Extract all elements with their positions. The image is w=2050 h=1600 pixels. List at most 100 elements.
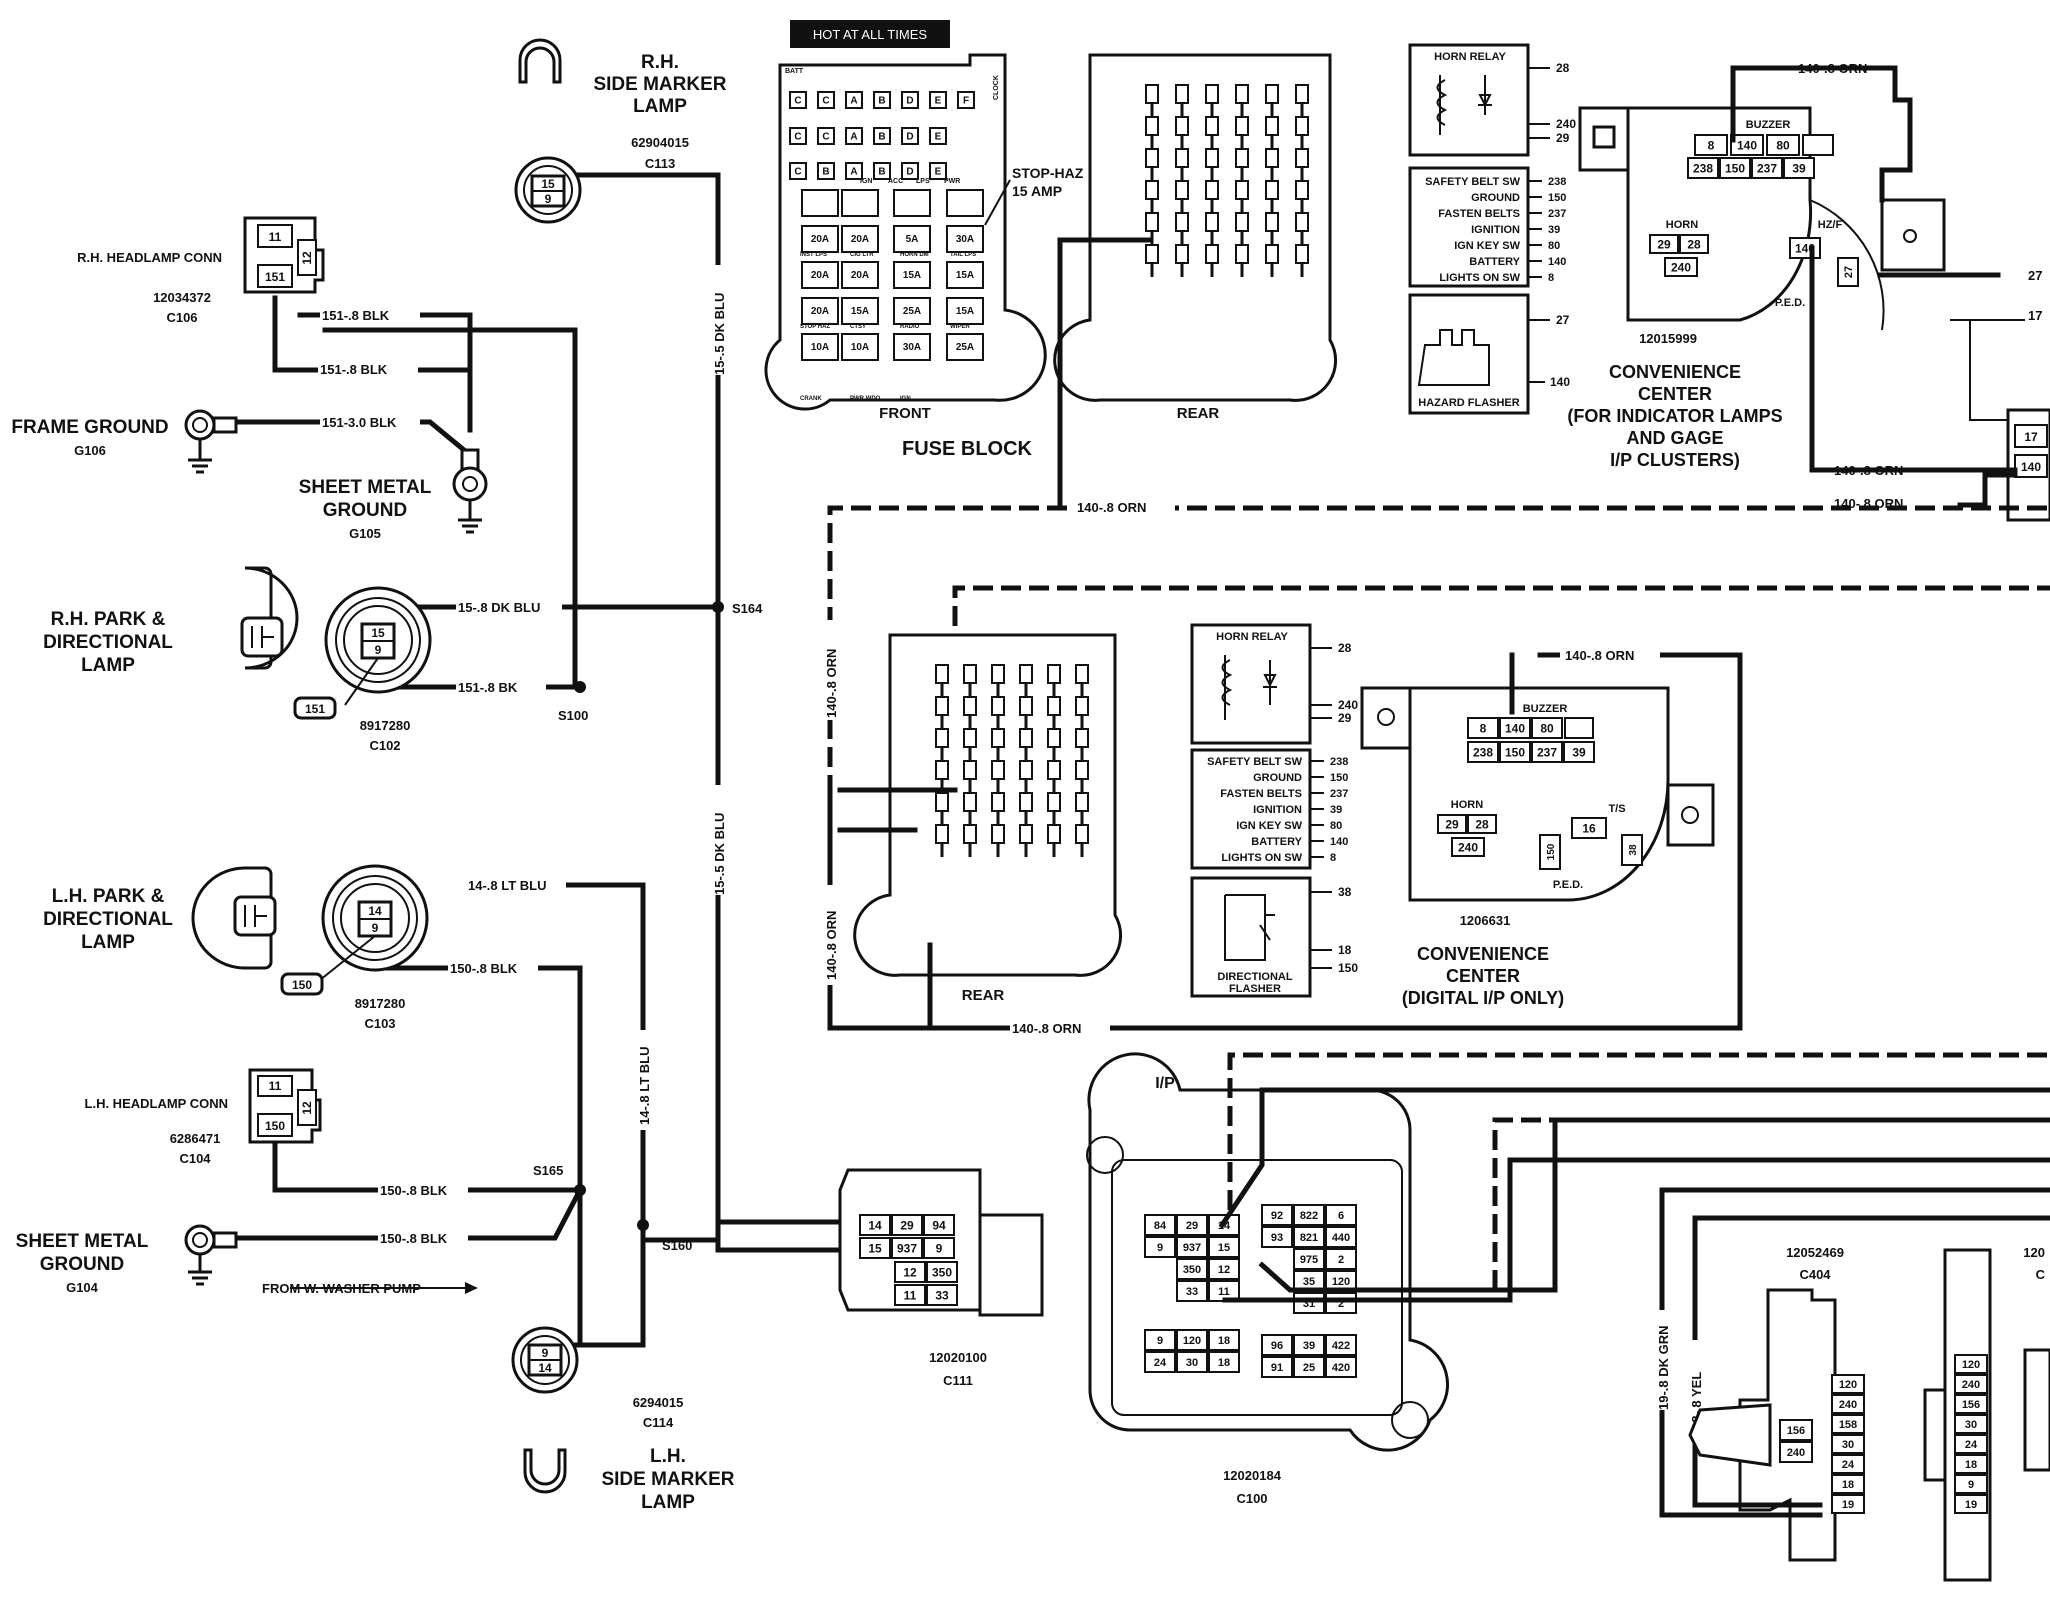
cc-top-legend-pin-4: 80 (1548, 240, 1560, 252)
c404-a-0: 156 (1787, 1425, 1805, 1437)
cc-mid-38-cell (1621, 834, 1643, 866)
rear1-slot (1145, 244, 1159, 264)
rear1-slot (1145, 84, 1159, 104)
c100-b-1-0: 93 (1271, 1232, 1283, 1244)
lh-park-line3: LAMP (81, 932, 135, 953)
c404-b-5-cell (1831, 1474, 1865, 1494)
cc-top-27: 27 (1843, 266, 1855, 278)
splice-s164 (712, 601, 724, 613)
rear1-slot (1205, 148, 1219, 168)
cc-mid-mid-2-cell (1531, 741, 1563, 763)
fuse-rating-9: 15A (851, 306, 869, 317)
c405-7-cell (1954, 1494, 1988, 1514)
cc-top-mid-3-cell (1783, 157, 1815, 179)
cc-mid-16-cell (1571, 817, 1607, 839)
fuse-rating-6: 15A (903, 270, 921, 281)
c100-c-1-2-cell (1208, 1351, 1240, 1373)
rear1-slot (1145, 212, 1159, 232)
fuse-small-4: STOP HAZ (800, 324, 830, 330)
lh-headlamp-part: 6286471 (170, 1131, 221, 1146)
splice-s165 (574, 1184, 586, 1196)
c100-a-3-0: 33 (1186, 1286, 1198, 1298)
splice-s165-label: S165 (533, 1163, 563, 1178)
c100-d-1-2: 420 (1332, 1362, 1350, 1374)
cc-mid-mid-3: 39 (1572, 745, 1586, 759)
cc-top-mid-3: 39 (1792, 161, 1806, 175)
fuse-rating-4: 20A (811, 270, 829, 281)
cc-mid-relay-pin-29: 29 (1338, 711, 1352, 725)
rear1-slot (1175, 116, 1189, 136)
fuse-rating-10: 25A (903, 306, 921, 317)
splice-s160 (637, 1219, 649, 1231)
c111-r3-0-cell (894, 1284, 926, 1306)
fuse-letter-r0-3-cell (873, 91, 891, 109)
rear2-slot (1047, 728, 1061, 748)
fuse-letter-r0-6-cell (957, 91, 975, 109)
cc-top-hazard-flasher: HAZARD FLASHER (1418, 397, 1519, 409)
rh-headlamp-conn: C106 (166, 310, 197, 325)
rear2-slot (991, 664, 1005, 684)
cc-mid-top-0-cell (1467, 717, 1499, 739)
fuse-small-3: TAIL LPS (950, 252, 976, 258)
fuse-letter-r2-4-cell (901, 162, 919, 180)
rear1-slot (1235, 116, 1249, 136)
c100-b-0-1-cell (1293, 1204, 1325, 1226)
cc-top-legend-name-1: GROUND (1471, 192, 1520, 204)
fuse-rating-3: 30A (956, 234, 974, 245)
rear2-label: REAR (962, 987, 1005, 1004)
c111-part: 12020100 (929, 1350, 987, 1365)
rh-headlamp-name: R.H. HEADLAMP CONN (77, 250, 222, 265)
c100-b-0-2: 6 (1338, 1210, 1344, 1222)
cc-mid-flasher-pin-38: 38 (1338, 885, 1352, 899)
smg2-ref: G104 (66, 1280, 99, 1295)
rear2-slot (1047, 696, 1061, 716)
c405-1: 240 (1962, 1379, 1980, 1391)
c404-b-1: 240 (1839, 1399, 1857, 1411)
c100-d-0-1: 39 (1303, 1340, 1315, 1352)
fuse-rating-12: 10A (811, 342, 829, 353)
rear1-slot (1145, 180, 1159, 200)
rear1-slot (1235, 212, 1249, 232)
c111-r2-1-cell (926, 1261, 958, 1283)
rh-marker-line3: LAMP (633, 96, 687, 117)
rear1-slot (1235, 244, 1249, 264)
c100-d-0-0: 96 (1271, 1340, 1283, 1352)
rear1-slot (1265, 116, 1279, 136)
cc-mid-legend-name-0: SAFETY BELT SW (1207, 756, 1303, 768)
c100-a-0-1-cell (1176, 1214, 1208, 1236)
cc-mid-mid-2: 237 (1537, 745, 1557, 759)
lh-marker-line3: LAMP (641, 1492, 695, 1513)
rh-park-line1: R.H. PARK & (51, 609, 166, 630)
cc-mid-title3: (DIGITAL I/P ONLY) (1402, 988, 1564, 1008)
c111-r1-0-cell (859, 1237, 891, 1259)
fuse-block-rear: REAR (1053, 53, 1338, 508)
fuse-letter-r1-3: B (878, 132, 885, 143)
lh-park-lamp: L.H. PARK & DIRECTIONAL LAMP 14 9 150 89… (43, 864, 429, 1031)
cc-mid-legend-pin-6: 8 (1330, 852, 1336, 864)
rh-marker-line1: R.H. (641, 52, 679, 73)
fuse-cavity (801, 261, 839, 289)
c405-5: 18 (1965, 1459, 1977, 1471)
cc-top-relay-pin-29: 29 (1556, 131, 1570, 145)
c100-b-1-2-cell (1325, 1226, 1357, 1248)
cc-mid-legend-pin-4: 80 (1330, 820, 1342, 832)
cc-mid-horn: HORN (1451, 799, 1483, 811)
fuse-rating-13: 10A (851, 342, 869, 353)
cc-mid-ts: T/S (1608, 803, 1625, 815)
cc-top-relay-pin-28: 28 (1556, 61, 1570, 75)
fuse-small-1: CIG LTR (850, 252, 874, 258)
cc-mid-flasher1: DIRECTIONAL (1217, 971, 1292, 983)
wire-label-140d: 140-.8 ORN (1077, 500, 1146, 515)
wire-label-14v: 14-.8 LT BLU (637, 1047, 652, 1126)
c405-3-cell (1954, 1414, 1988, 1434)
cc-mid-top-1-cell (1499, 717, 1531, 739)
fuse-small-9: PWR WDO (850, 396, 881, 402)
cc-top-top-1: 140 (1737, 138, 1757, 152)
wire-label-14: 14-.8 LT BLU (468, 878, 547, 893)
fuse-cavity (841, 333, 879, 361)
c100-c-1-2: 18 (1218, 1357, 1230, 1369)
rear1-slot (1295, 148, 1309, 168)
